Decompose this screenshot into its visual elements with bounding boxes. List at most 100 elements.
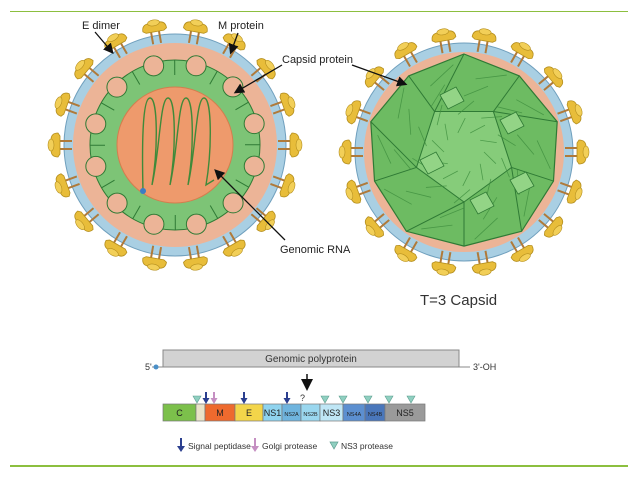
capsid-subunit-line	[418, 126, 427, 147]
e-dimer-spike	[345, 179, 371, 204]
segment-label: NS2B	[303, 412, 318, 418]
capsid-subunit-line	[463, 85, 489, 97]
segment-label: NS5	[396, 408, 414, 418]
legend-golgi-protease-icon	[251, 446, 259, 452]
capsid-subunit-line	[444, 123, 449, 141]
ns3-protease-marker	[192, 395, 202, 404]
legend-ns3-protease-label: NS3 protease	[341, 441, 393, 451]
capsid-bump	[222, 76, 244, 98]
capsid-divider	[209, 70, 218, 85]
capsid-subunit-line	[462, 170, 471, 187]
capsid-subunit-line	[457, 100, 475, 115]
ns3-protease-marker	[406, 395, 416, 404]
e-dimer-spike	[471, 250, 497, 276]
signal-peptidase-head	[240, 398, 248, 404]
e-dimer-spike	[270, 173, 296, 198]
capsid-subunit-line	[377, 134, 392, 164]
e-dimer-spike	[338, 139, 363, 165]
ns3-protease-marker	[338, 395, 348, 404]
e-dimer-spike	[510, 236, 534, 262]
genome-5prime-cap	[153, 364, 159, 370]
e-dimer-spike	[510, 42, 534, 68]
capsid-divider	[132, 205, 141, 220]
segment-label: NS1	[264, 408, 282, 418]
capsid-divider	[101, 179, 115, 189]
rna-cap	[140, 188, 146, 194]
virion-capsid-view	[338, 28, 590, 276]
e-dimer-spike	[54, 92, 80, 117]
e-dimer-spike	[278, 132, 303, 158]
segment-label: NS2A	[284, 412, 299, 418]
e-dimer-spike	[345, 100, 371, 125]
e-dimer-spike	[142, 245, 167, 271]
capsid-bump	[143, 213, 165, 235]
capsid-edge	[406, 201, 465, 232]
capsid-edge	[493, 111, 558, 123]
e-dimer-spike	[183, 245, 208, 271]
e-dimer-spike	[538, 66, 564, 91]
capsid-edge	[492, 75, 520, 112]
capsid-subunit-line	[405, 190, 432, 198]
capsid-bump	[85, 155, 107, 177]
capsid-subunit-line	[496, 106, 523, 114]
capsid-edge	[434, 53, 465, 112]
capsid-protein-arrow-right	[351, 64, 408, 87]
capsid-bump	[185, 55, 207, 77]
bottom-rule	[10, 465, 628, 467]
capsid-subunit-line	[516, 134, 535, 155]
capsid-bump	[106, 76, 128, 98]
signal-peptidase-head	[283, 398, 291, 404]
e-dimer-spike	[74, 58, 100, 83]
e-dimer-spike	[565, 139, 590, 165]
e-dimer-spike	[431, 250, 457, 276]
capsid-subunit-line	[523, 185, 531, 217]
capsid-subunit-line	[436, 104, 443, 126]
e-dimer-spike	[364, 213, 390, 238]
segment-box	[384, 403, 426, 422]
capsid-subunit-line	[483, 151, 497, 164]
capsid-subunit-line	[397, 87, 405, 119]
capsid-subunit-line	[475, 74, 507, 80]
capsid-divider	[100, 102, 115, 111]
e-dimer-spike	[270, 92, 296, 117]
capsid-subunit-line	[516, 99, 544, 116]
e-dimer-spike	[471, 28, 497, 54]
five-prime-label: 5'	[145, 362, 152, 372]
legend-golgi-protease-label: Golgi protease	[262, 441, 318, 451]
label-genomic-rna: Genomic RNA	[280, 244, 351, 256]
capsid-subunit-line	[408, 108, 412, 135]
capsid-edge	[374, 166, 417, 182]
e-dimer-arrow	[94, 31, 114, 54]
capsid-divider	[209, 205, 219, 219]
capsid-edge	[408, 75, 436, 112]
label-e-dimer: E dimer	[82, 20, 120, 32]
genomic-rna-coil	[141, 97, 215, 192]
capsid-facets	[370, 53, 558, 247]
label-t3-capsid: T=3 Capsid	[420, 292, 497, 309]
capsid-bump	[106, 192, 128, 214]
e-dimer-spike	[557, 100, 583, 125]
capsid-face	[415, 111, 513, 203]
segment-label: NS4A	[347, 412, 362, 418]
capsid-subunit-line	[384, 188, 412, 205]
capsid-highlight	[469, 191, 495, 215]
capsid-subunit-line	[501, 157, 510, 178]
capsid-divider	[131, 71, 141, 85]
polyprotein-label: Genomic polyprotein	[265, 354, 357, 365]
capsid-divider	[235, 179, 250, 188]
capsid-bump	[143, 55, 165, 77]
e-dimer-spike	[74, 207, 100, 232]
capsid-subunit-line	[457, 117, 466, 134]
legend-signal-peptidase-icon	[177, 446, 185, 452]
segment-label: M	[216, 408, 224, 418]
e-dimer-spike	[222, 231, 246, 257]
e-dimer-spike	[394, 236, 418, 262]
segment-label: NS3	[323, 408, 341, 418]
capsid-bump	[85, 113, 107, 135]
e-dimer-spike	[431, 28, 457, 54]
capsid-bump	[243, 113, 265, 135]
capsid-highlight	[419, 151, 445, 175]
